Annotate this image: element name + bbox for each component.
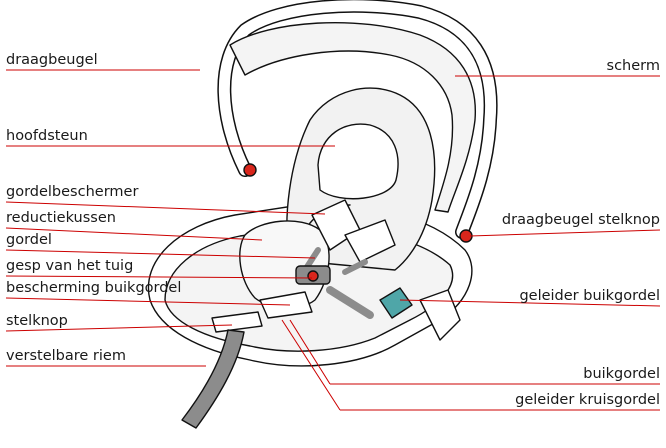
label-buikgordel: buikgordel [583, 366, 660, 382]
label-stelknop: stelknop [6, 313, 68, 329]
label-scherm: scherm [607, 58, 660, 74]
label-gesp-van-het-tuig: gesp van het tuig [6, 258, 133, 274]
label-hoofdsteun: hoofdsteun [6, 128, 88, 144]
label-reductiekussen: reductiekussen [6, 210, 116, 226]
label-gordel: gordel [6, 232, 52, 248]
label-bescherming-buikgordel: bescherming buikgordel [6, 280, 181, 296]
label-verstelbare-riem: verstelbare riem [6, 348, 126, 364]
leader-draagbeugel-stelknop [470, 230, 660, 236]
label-geleider-kruisgordel: geleider kruisgordel [515, 392, 660, 408]
label-gordelbeschermer: gordelbeschermer [6, 184, 138, 200]
label-draagbeugel: draagbeugel [6, 52, 98, 68]
label-geleider-buikgordel: geleider buikgordel [519, 288, 660, 304]
label-draagbeugel-stelknop: draagbeugel stelknop [502, 212, 660, 228]
handle-knob-left [244, 164, 256, 176]
